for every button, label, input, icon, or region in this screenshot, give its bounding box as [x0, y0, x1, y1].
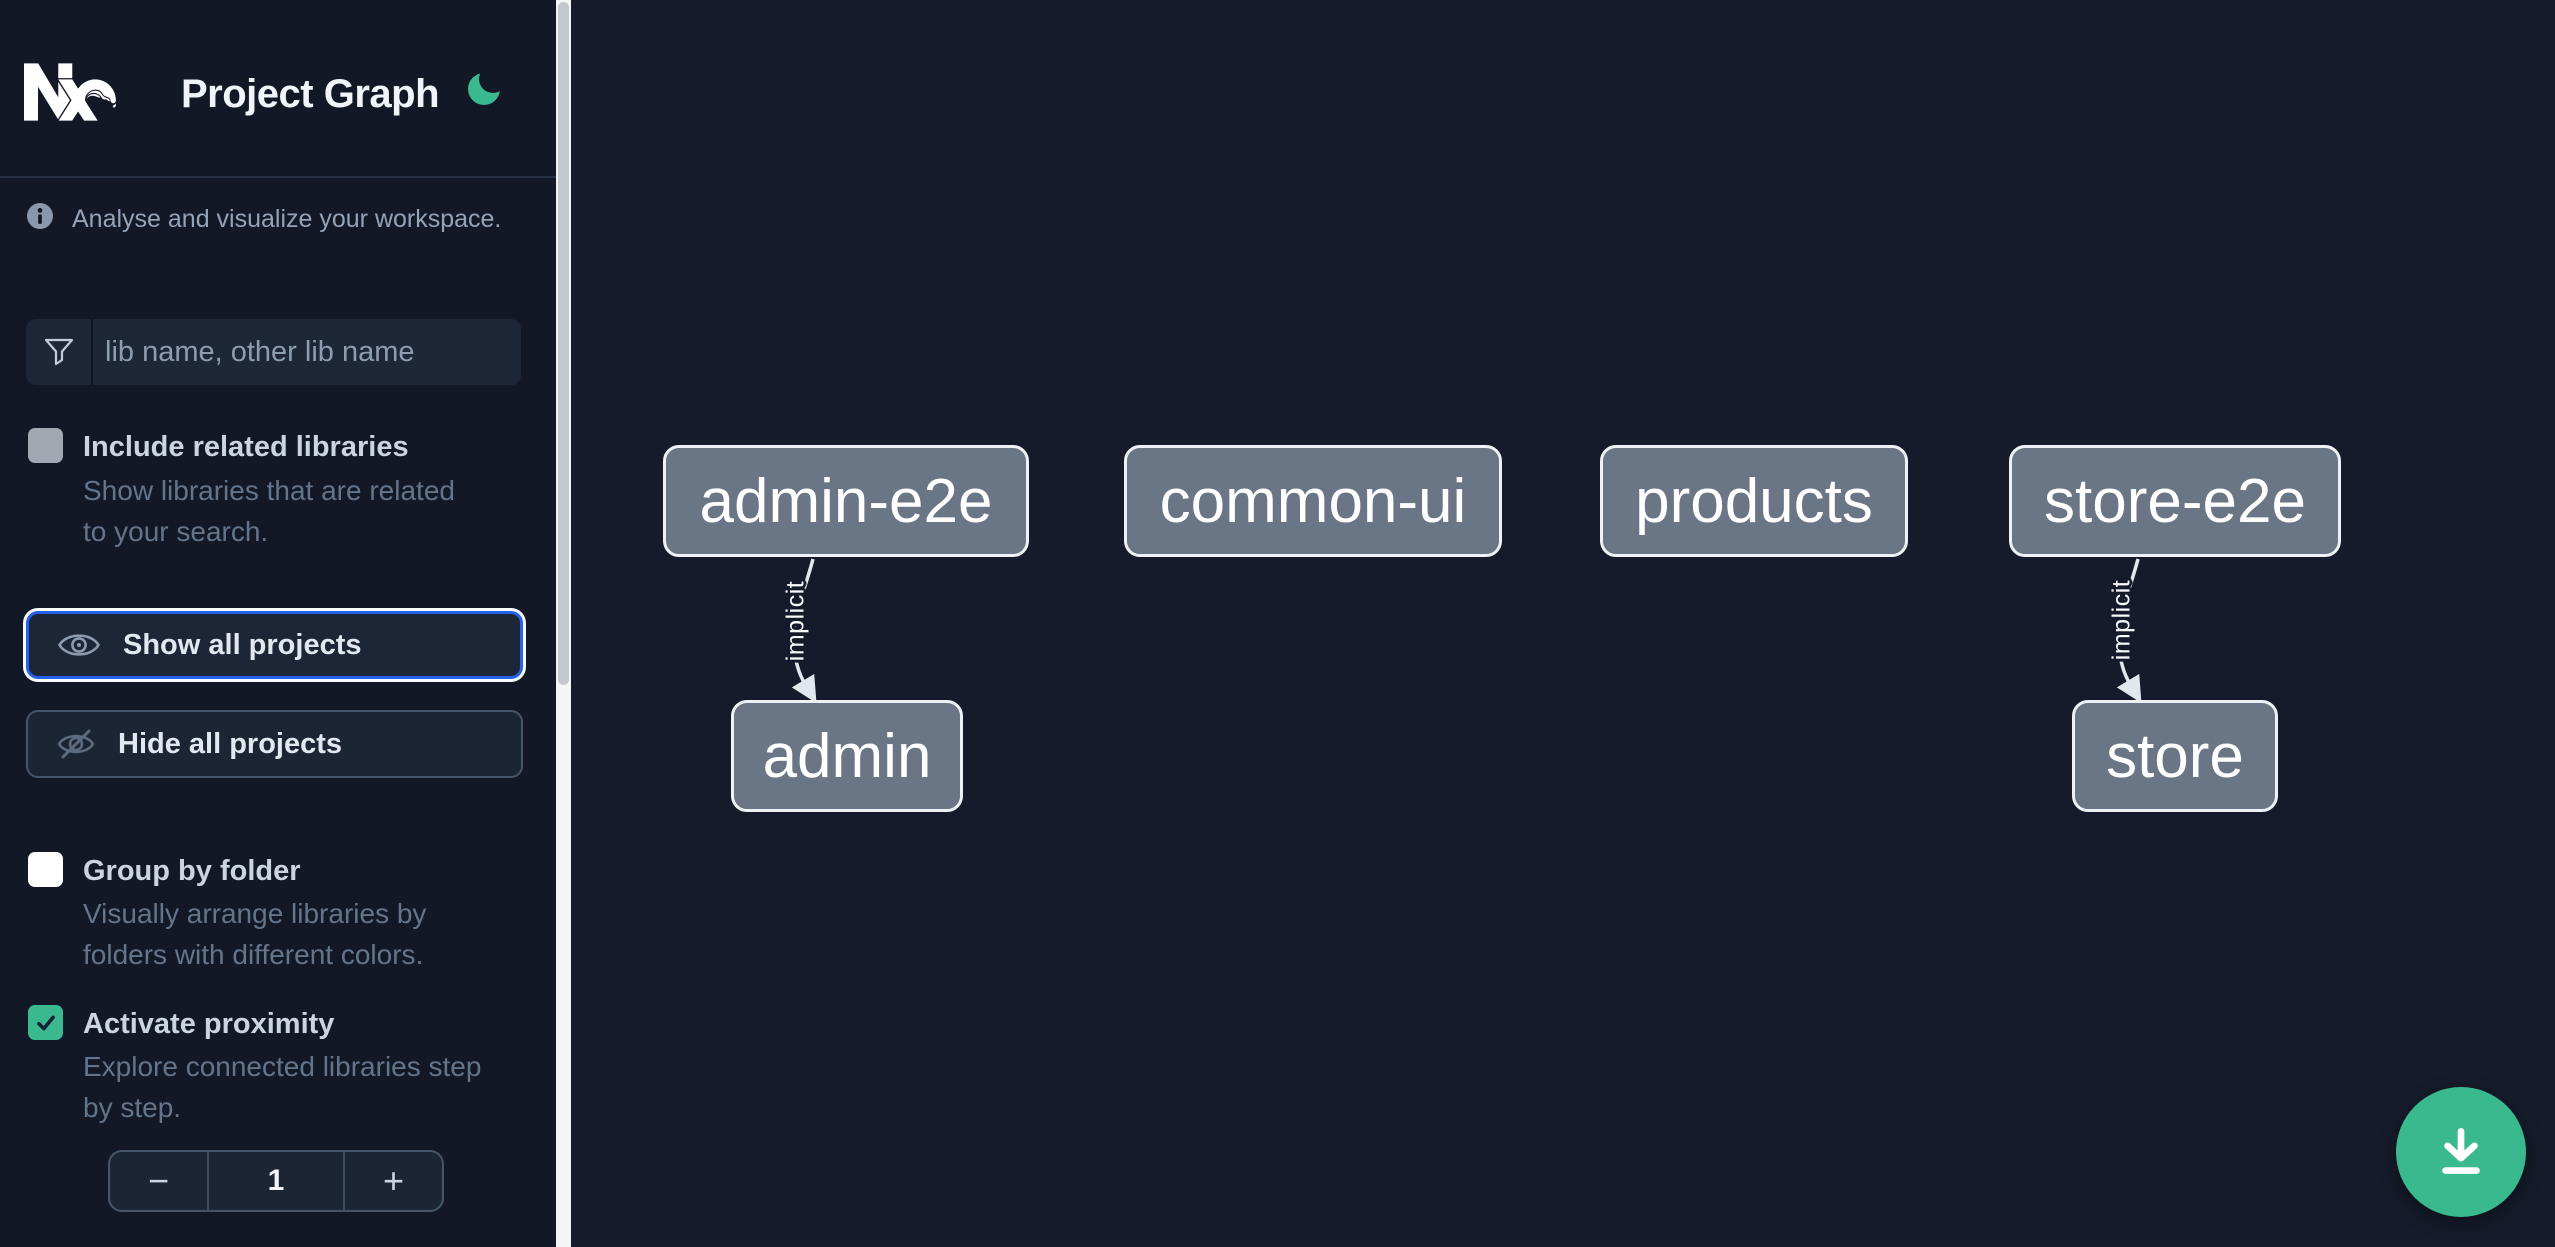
graph-edges: [791, 558, 2142, 704]
proximity-value: 1: [207, 1152, 345, 1210]
proximity-increment-button[interactable]: +: [345, 1152, 442, 1210]
hide-all-label: Hide all projects: [118, 727, 343, 760]
page-title: Project Graph: [181, 72, 440, 116]
nx-logo: [24, 63, 116, 121]
download-button[interactable]: [2396, 1087, 2526, 1217]
group-by-folder-description: Visually arrange libraries by folders wi…: [83, 898, 427, 970]
edge-admin-e2e-to-admin[interactable]: [791, 558, 817, 704]
graph-canvas[interactable]: implicit implicit admin-e2e common-ui pr…: [571, 0, 2555, 1247]
eye-icon: [57, 634, 101, 656]
include-related-checkbox[interactable]: [28, 428, 63, 463]
filter-input[interactable]: [93, 319, 521, 385]
group-by-folder-checkbox[interactable]: [28, 852, 63, 887]
group-by-folder-label: Group by folder: [83, 855, 301, 887]
sidebar-scrollbar-thumb[interactable]: [558, 2, 569, 685]
activate-proximity-description: Explore connected libraries step by step…: [83, 1051, 482, 1123]
tagline-text: Analyse and visualize your workspace.: [72, 205, 502, 233]
graph-node-products[interactable]: products: [1600, 445, 1908, 557]
include-related-label: Include related libraries: [83, 431, 409, 463]
activate-proximity-checkbox[interactable]: [28, 1005, 63, 1040]
filter-box: [26, 319, 521, 385]
hide-all-projects-button[interactable]: Hide all projects: [26, 710, 523, 778]
proximity-decrement-button[interactable]: −: [110, 1152, 207, 1210]
theme-toggle-button[interactable]: [458, 60, 514, 116]
include-related-description: Show libraries that are related to your …: [83, 475, 455, 547]
edge-store-e2e-to-store[interactable]: [2116, 558, 2142, 704]
sidebar: Project Graph Analyse and visualize your…: [0, 0, 556, 1247]
edge-label-implicit-admin: implicit: [781, 580, 810, 662]
check-icon: [36, 1015, 55, 1030]
show-all-projects-button[interactable]: Show all projects: [26, 611, 523, 679]
eye-off-icon: [57, 729, 95, 759]
header-divider: [0, 176, 556, 178]
graph-node-store-e2e[interactable]: store-e2e: [2009, 445, 2341, 557]
moon-icon: [468, 64, 507, 105]
graph-node-admin[interactable]: admin: [731, 700, 963, 812]
graph-node-store[interactable]: store: [2072, 700, 2278, 812]
graph-node-admin-e2e[interactable]: admin-e2e: [663, 445, 1029, 557]
sidebar-scrollbar[interactable]: [556, 0, 571, 1247]
info-icon: [27, 203, 53, 229]
filter-funnel-icon: [44, 338, 73, 366]
show-all-label: Show all projects: [123, 628, 362, 661]
tagline-row: Analyse and visualize your workspace.: [26, 202, 526, 236]
graph-node-common-ui[interactable]: common-ui: [1124, 445, 1502, 557]
edge-label-implicit-store: implicit: [2107, 579, 2136, 661]
activate-proximity-label: Activate proximity: [83, 1008, 335, 1040]
proximity-stepper: − 1 +: [108, 1150, 444, 1212]
download-icon: [2442, 1128, 2480, 1174]
filter-icon-cell: [26, 319, 93, 385]
